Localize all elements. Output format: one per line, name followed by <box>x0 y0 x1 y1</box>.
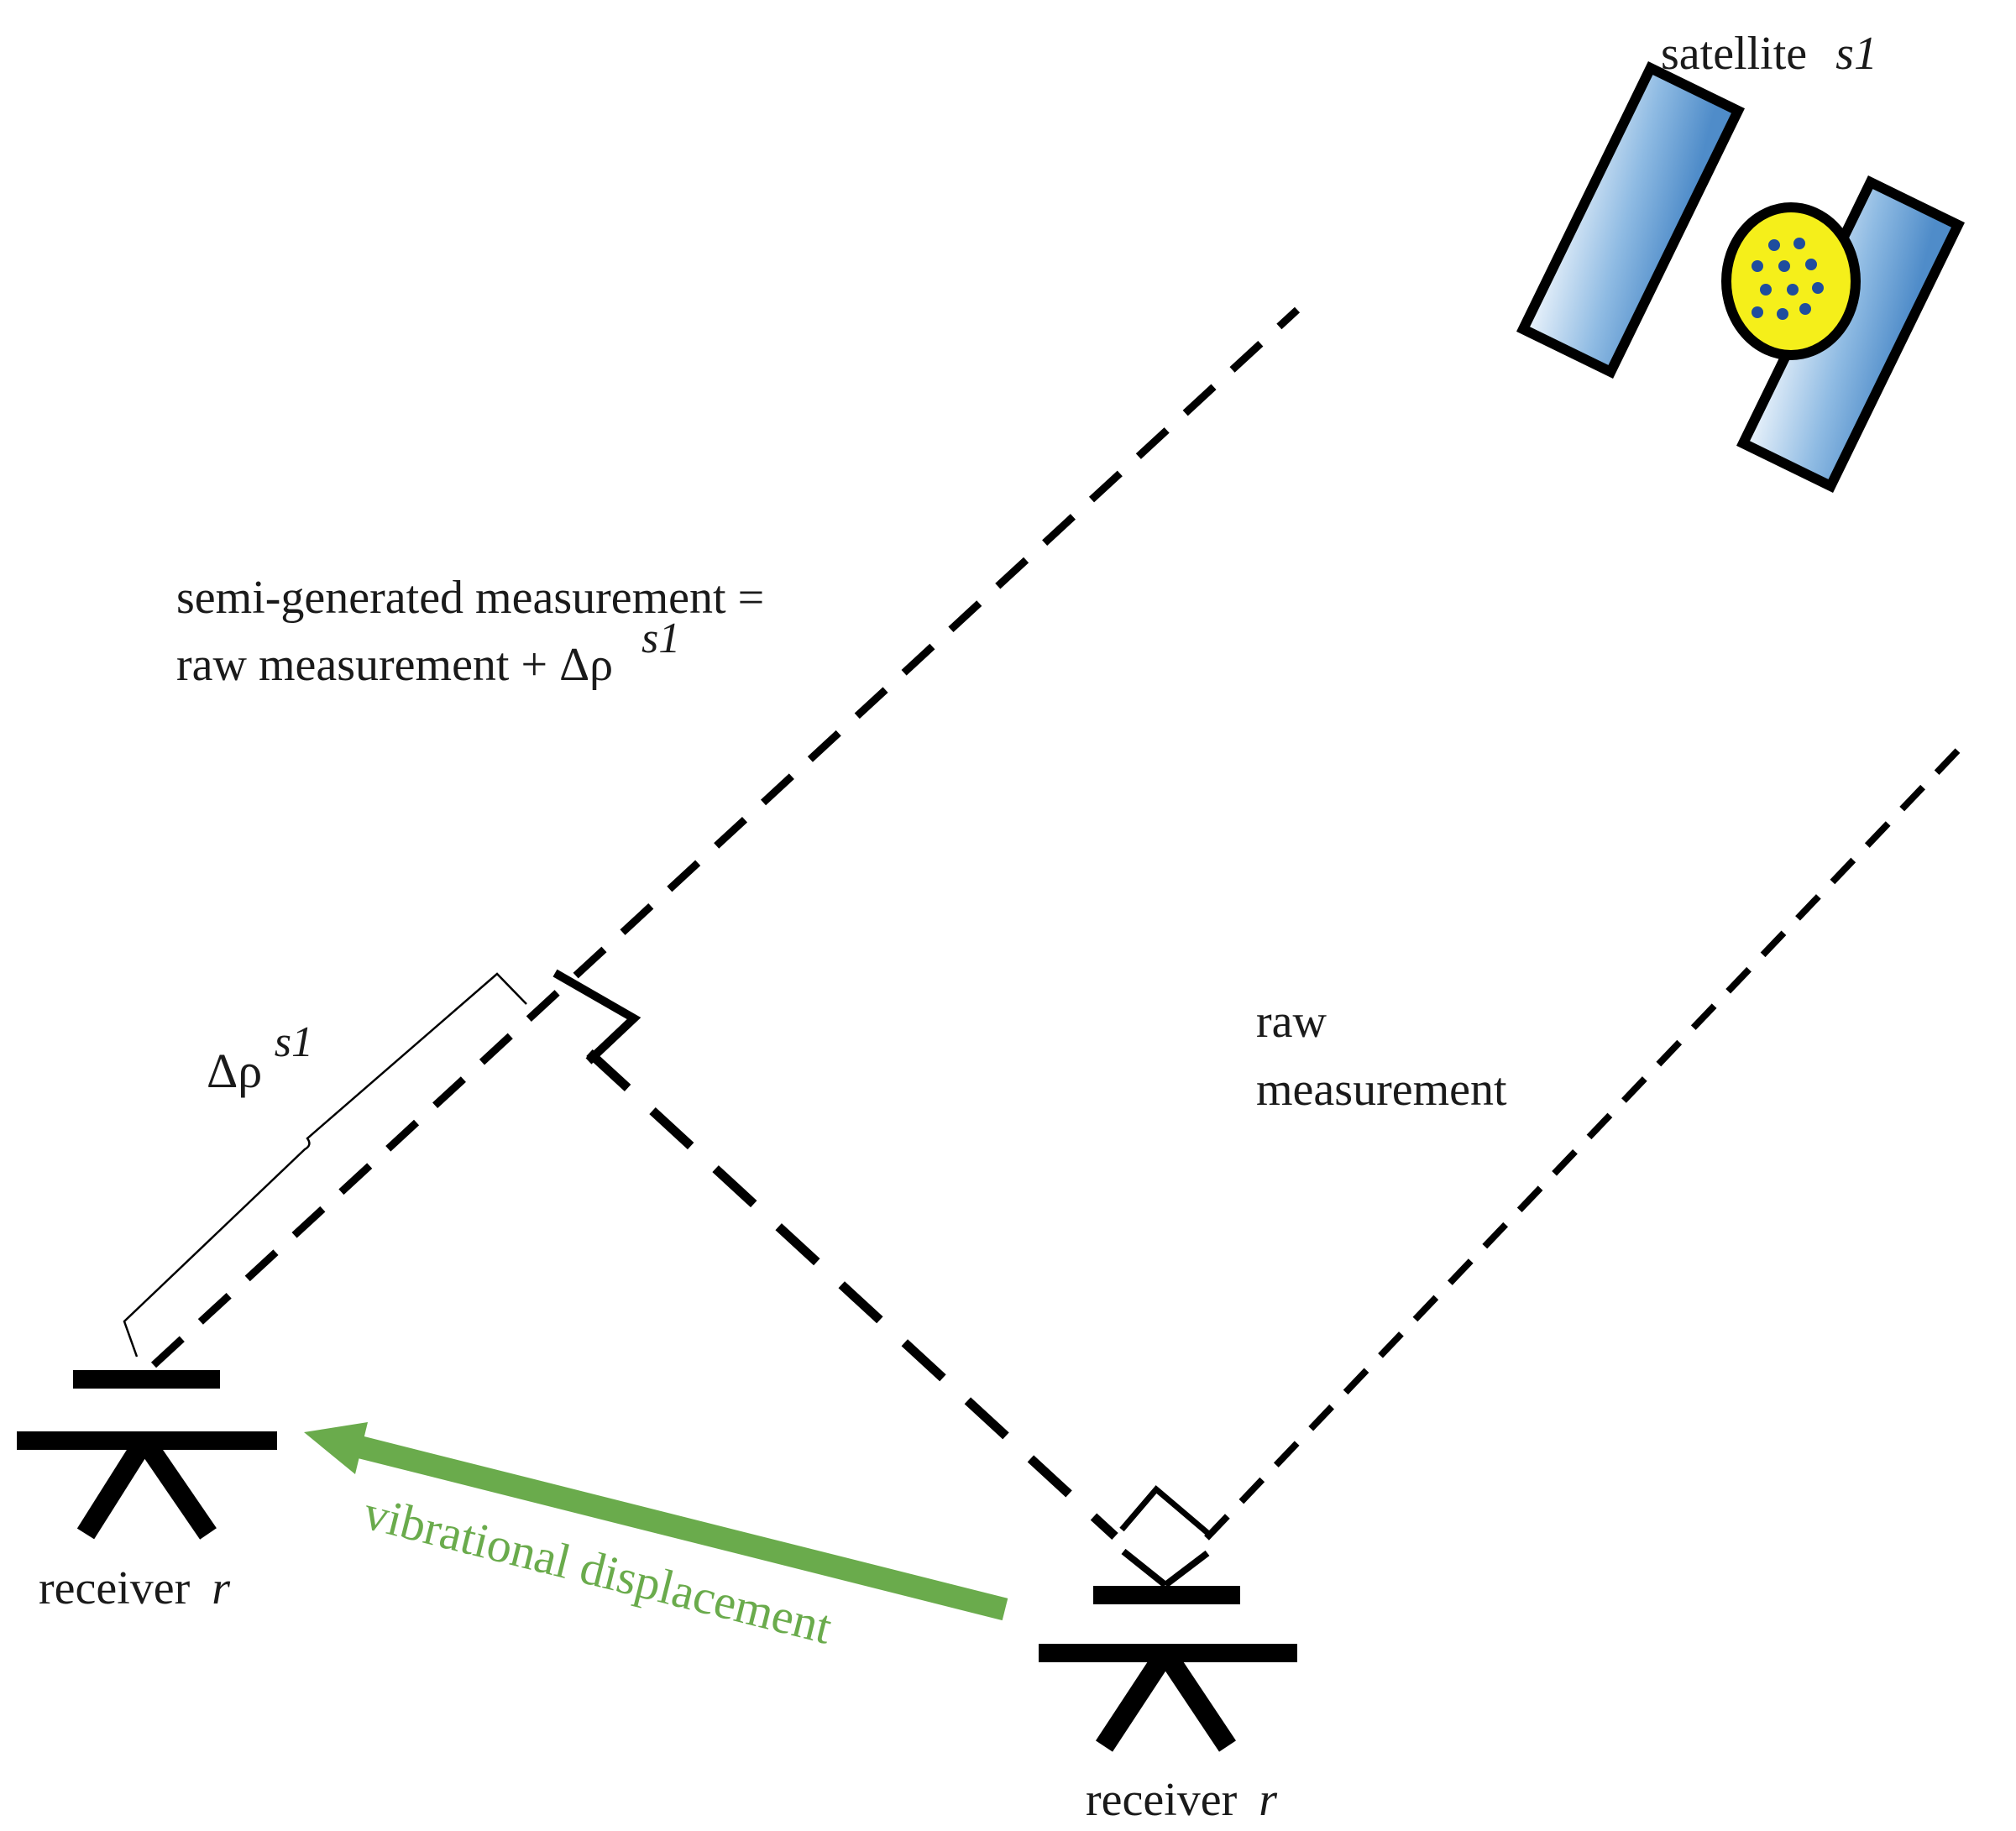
semi-generated-line1: semi-generated measurement = <box>176 572 764 624</box>
right-angle-marker-lower <box>1119 1485 1214 1539</box>
left-receiver-label: receiver r <box>39 1562 230 1614</box>
right-receiver-icon <box>1039 1548 1297 1752</box>
semi-generated-line2: raw measurement + Δρ s1 <box>176 615 680 691</box>
vibrational-displacement-arrow <box>304 1422 1008 1621</box>
right-receiver-label: receiver r <box>1086 1774 1277 1826</box>
satellite-dots <box>1752 238 1824 320</box>
satellite-icon <box>1516 61 1965 493</box>
raw-measurement-line <box>1204 736 1971 1541</box>
delta-rho-label: Δρ s1 <box>207 1018 313 1098</box>
perpendicular-projection-line <box>586 1049 1118 1541</box>
delta-rho-bracket <box>123 972 527 1358</box>
satellite-body <box>1721 202 1861 360</box>
satellite-label: satellite s1 <box>1661 28 1877 80</box>
raw-measurement-label-line1: raw <box>1256 996 1327 1048</box>
raw-measurement-label-line2: measurement <box>1256 1064 1507 1116</box>
semi-generated-measurement-line <box>150 306 1301 1368</box>
satellite-left-panel <box>1516 61 1745 379</box>
left-receiver-icon <box>17 1370 277 1540</box>
right-angle-marker-upper <box>552 969 641 1065</box>
